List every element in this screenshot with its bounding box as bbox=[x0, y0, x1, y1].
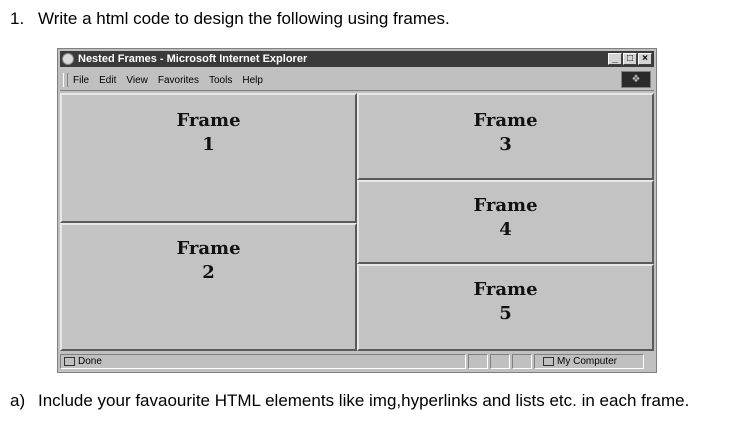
question-a-text: Include your favaourite HTML elements li… bbox=[38, 391, 690, 410]
menu-edit[interactable]: Edit bbox=[99, 74, 117, 86]
close-button[interactable]: × bbox=[638, 53, 652, 65]
frame-3-label: Frame 3 bbox=[359, 109, 652, 157]
status-bar: Done My Computer bbox=[60, 353, 654, 370]
maximize-button[interactable]: □ bbox=[623, 53, 637, 65]
frame-5-label: Frame 5 bbox=[359, 278, 652, 326]
frame-5-number: 5 bbox=[499, 303, 512, 324]
zone-text: My Computer bbox=[557, 356, 618, 367]
menu-favorites[interactable]: Favorites bbox=[157, 74, 199, 86]
toolbar-grip bbox=[63, 73, 68, 87]
computer-icon bbox=[543, 357, 554, 366]
frame-2: Frame 2 bbox=[60, 223, 357, 351]
frame-5: Frame 5 bbox=[357, 264, 654, 351]
frame-3-word: Frame bbox=[473, 110, 538, 131]
page-icon bbox=[64, 357, 75, 366]
frame-1-label: Frame 1 bbox=[62, 109, 355, 157]
menu-view[interactable]: View bbox=[126, 74, 148, 86]
frame-1-number: 1 bbox=[202, 134, 215, 155]
status-pane bbox=[468, 354, 488, 369]
question-a: a) Include your favaourite HTML elements … bbox=[10, 391, 689, 411]
frame-2-number: 2 bbox=[202, 262, 215, 283]
windows-logo-icon: ❖ bbox=[621, 71, 651, 88]
frameset: Frame 1 Frame 2 Frame 3 Frame 4 Frame bbox=[60, 93, 654, 351]
browser-window: Nested Frames - Microsoft Internet Explo… bbox=[57, 48, 657, 373]
frame-1: Frame 1 bbox=[60, 93, 357, 223]
minimize-button[interactable]: _ bbox=[608, 53, 622, 65]
frame-5-word: Frame bbox=[473, 279, 538, 300]
menu-help[interactable]: Help bbox=[242, 74, 263, 86]
question-number: 1. bbox=[10, 9, 25, 28]
frame-2-label: Frame 2 bbox=[62, 237, 355, 285]
frame-2-word: Frame bbox=[176, 238, 241, 259]
status-text: Done bbox=[78, 356, 102, 367]
frame-3: Frame 3 bbox=[357, 93, 654, 180]
question-1: 1. Write a html code to design the follow… bbox=[10, 9, 450, 29]
status-pane bbox=[512, 354, 532, 369]
window-title: Nested Frames - Microsoft Internet Explo… bbox=[78, 53, 308, 65]
status-zone: My Computer bbox=[534, 354, 644, 369]
internet-explorer-icon bbox=[62, 53, 74, 65]
frame-4-number: 4 bbox=[499, 219, 512, 240]
frame-3-number: 3 bbox=[499, 134, 512, 155]
title-bar: Nested Frames - Microsoft Internet Explo… bbox=[60, 51, 654, 67]
window-controls: _ □ × bbox=[608, 53, 652, 65]
frame-4: Frame 4 bbox=[357, 180, 654, 264]
frame-4-label: Frame 4 bbox=[359, 194, 652, 242]
status-main: Done bbox=[60, 354, 466, 369]
menu-bar: File Edit View Favorites Tools Help ❖ bbox=[60, 70, 654, 91]
menu-tools[interactable]: Tools bbox=[208, 74, 233, 86]
question-text: Write a html code to design the followin… bbox=[38, 9, 450, 28]
frame-4-word: Frame bbox=[473, 195, 538, 216]
question-a-number: a) bbox=[10, 391, 26, 410]
menu-file[interactable]: File bbox=[73, 74, 90, 86]
status-pane bbox=[490, 354, 510, 369]
frame-1-word: Frame bbox=[176, 110, 241, 131]
